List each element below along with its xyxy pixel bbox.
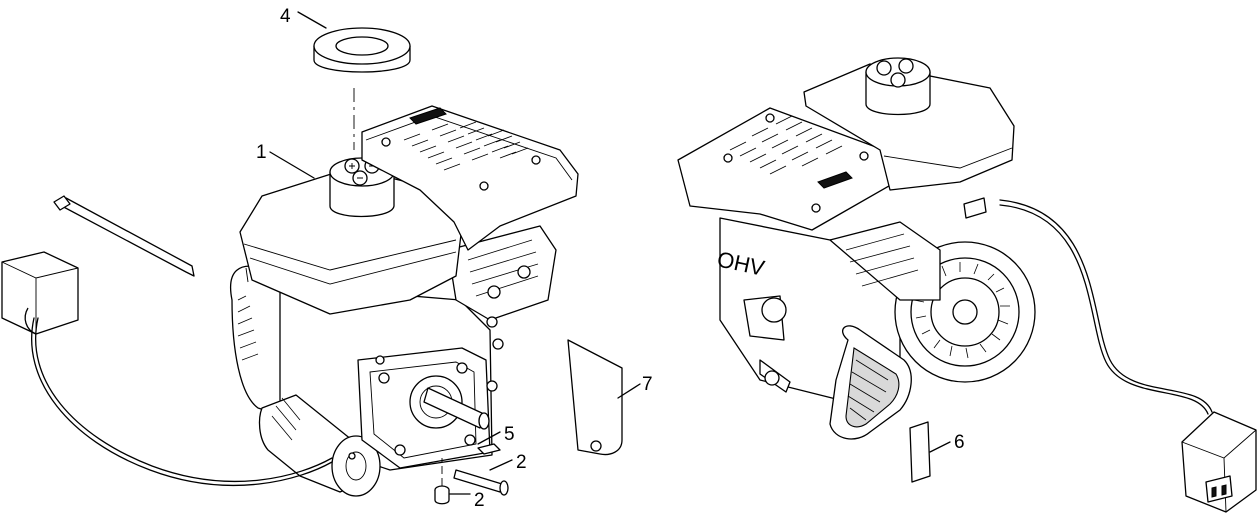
- callout-5: 5: [504, 424, 515, 445]
- engine-left-view: [230, 105, 579, 497]
- callout-2a: 2: [516, 452, 527, 473]
- module-left: [1, 251, 333, 487]
- bolt-right: [453, 469, 509, 496]
- rocker-cover-slots-right: [729, 115, 843, 175]
- callout-2b: 2: [474, 490, 485, 511]
- part-4-ring: [313, 27, 411, 73]
- callout-7: 7: [642, 374, 653, 395]
- module-right: [999, 199, 1257, 513]
- leader-lines: [269, 11, 951, 495]
- bolt-lower: [434, 485, 450, 505]
- rocker-cover-slots: [403, 121, 529, 171]
- engine-right-view: OHV: [677, 57, 1036, 440]
- callout-6: 6: [954, 432, 965, 453]
- part-6-decal: [909, 421, 931, 483]
- key-part-5: [477, 443, 501, 455]
- callout-1: 1: [256, 142, 267, 163]
- cable-tie: [53, 195, 195, 277]
- callout-4: 4: [280, 6, 291, 27]
- part-7-label: [567, 339, 623, 456]
